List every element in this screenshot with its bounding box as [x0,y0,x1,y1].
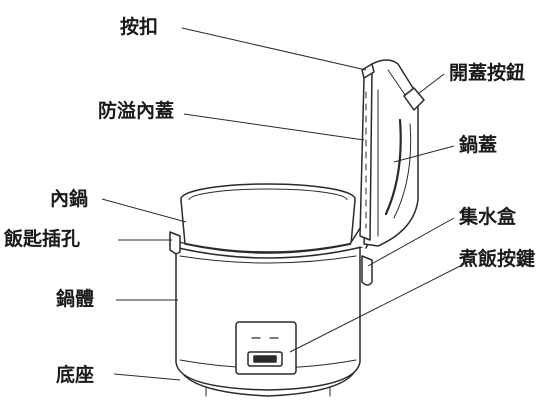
leader-open-lid-button [417,73,445,95]
leader-inner-pot [101,198,187,223]
latch-shape [361,63,375,79]
leader-water-collector [367,217,455,267]
label-anti-overflow-inner-lid: 防溢內蓋 [98,100,175,122]
label-latch: 按扣 [120,16,159,38]
label-cook-rice-button: 煮飯按鍵 [459,248,536,270]
label-water-collector: 集水盒 [459,206,517,228]
label-pot-body: 鍋體 [56,288,95,310]
leader-cook-button [289,259,473,353]
label-inner-pot: 內鍋 [50,188,89,210]
pot-body-shape [175,245,361,391]
label-pot-lid: 鍋蓋 [459,134,498,156]
spoon-holder-shape [169,231,181,255]
leader-base [113,373,181,381]
label-open-lid-button: 開蓋按鈕 [449,62,526,84]
water-collector-shape [361,255,373,286]
label-base: 底座 [56,364,95,386]
open-lid-button-shape [403,87,425,111]
leader-pot-lid [393,145,455,163]
label-rice-spoon-hole: 飯匙插孔 [4,228,81,250]
leader-inner-lid [183,113,365,141]
leader-latch [181,27,367,71]
